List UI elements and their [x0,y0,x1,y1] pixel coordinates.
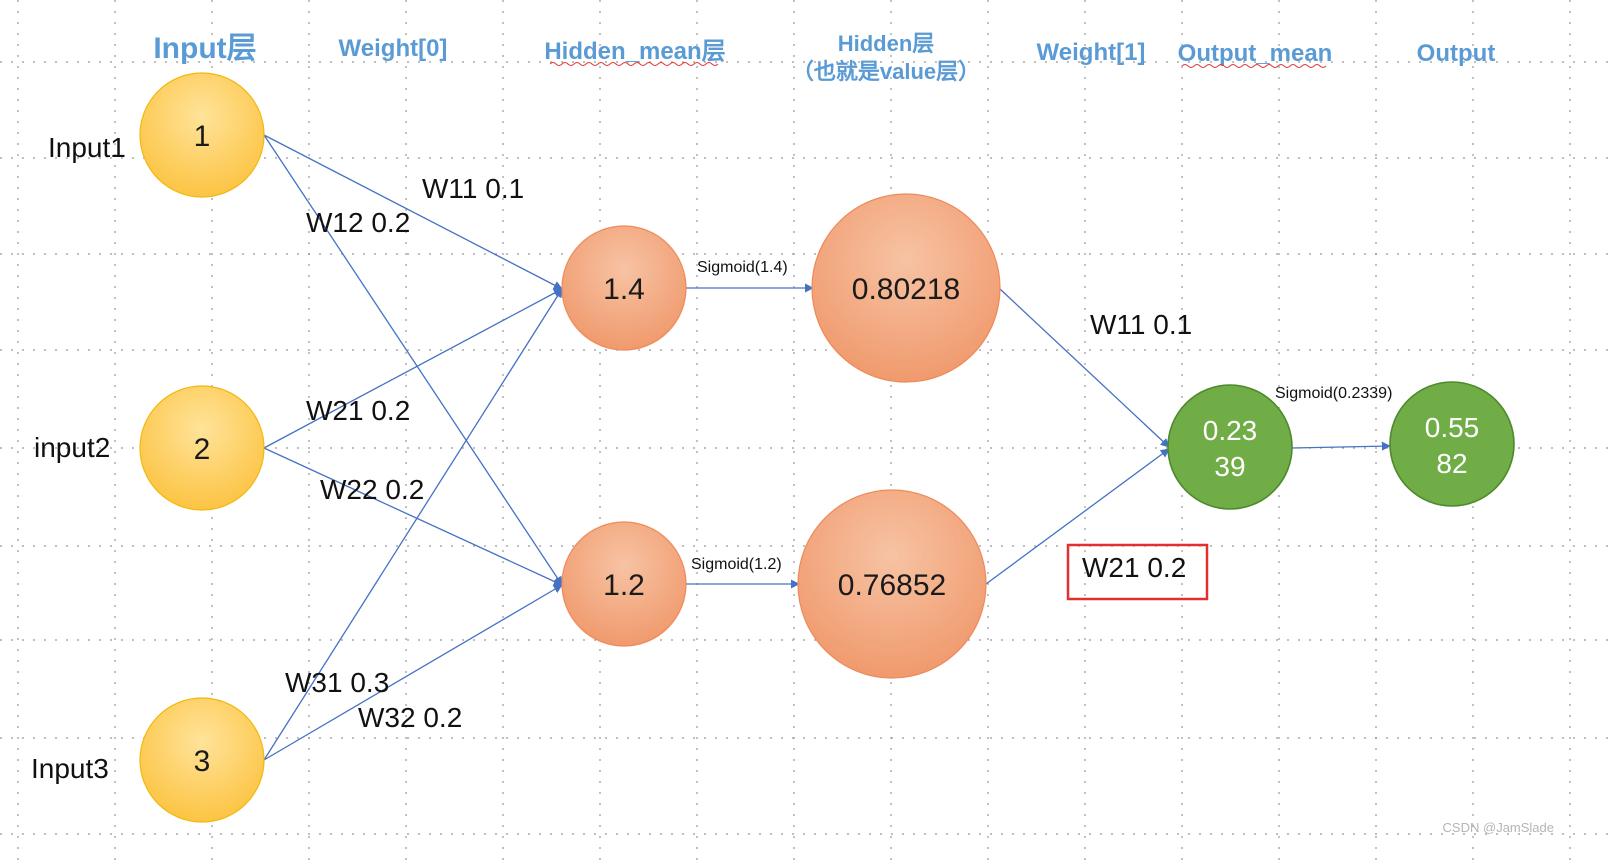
sigmoid-label-1: Sigmoid(1.4) [697,259,788,276]
hidden-mean-node-1-value: 1.4 [603,273,645,306]
label-input1: Input1 [48,132,126,163]
activation-labels: Sigmoid(1.4) Sigmoid(1.2) Sigmoid(0.2339… [691,259,1392,573]
label-input3: Input3 [31,753,109,784]
sigmoid-label-3: Sigmoid(0.2339) [1275,385,1392,402]
label-input2: input2 [34,432,110,463]
input-node-1-value: 1 [194,120,211,153]
weight-w12: W12 0.2 [306,207,410,238]
edges-sigmoid [686,283,814,589]
edge-hv2-om [985,448,1170,585]
weight-w11-output: W11 0.1 [1090,309,1192,340]
header-hidden-mean: Hidden_mean层 [544,38,725,65]
input-node-3 [139,697,265,823]
spellcheck-underline [549,62,719,66]
hidden-node-1 [811,193,1001,383]
column-headers: Input层 Weight[0] Hidden_mean层 Hidden层 （也… [153,31,1495,84]
output-mean-node-group: 0.23 39 [1167,384,1293,510]
output-value-line2: 82 [1436,448,1467,479]
header-output: Output [1417,40,1496,67]
input-node-1 [139,72,265,198]
header-output-mean: Output_mean [1178,40,1333,67]
spellcheck-underline [1181,64,1327,68]
edge-in2-hm2 [263,447,563,586]
hidden-mean-node-2-value: 1.2 [603,569,645,602]
edge-in1-hm1 [263,134,563,290]
hidden-node-1-value: 0.80218 [852,273,960,306]
weight-w11: W11 0.1 [422,173,524,204]
watermark: CSDN @JamSlade [1443,820,1554,835]
header-input: Input层 [153,32,256,65]
hidden-node-2-value: 0.76852 [838,569,946,602]
edges-layer0 [263,134,563,761]
input-node-2 [139,385,265,511]
hidden-mean-node-2 [561,521,687,647]
edge-in2-hm1 [263,288,563,449]
weight-w21-output: W21 0.2 [1082,552,1186,583]
input-node-2-value: 2 [194,433,211,466]
output-mean-value-line2: 39 [1214,451,1245,482]
edges-layer1 [985,288,1391,585]
header-hidden-line1: Hidden层 [838,31,935,56]
input-nodes: 1 2 3 [139,72,265,823]
weight-w21: W21 0.2 [306,395,410,426]
hidden-mean-node-1 [561,225,687,351]
highlight-box [1066,543,1209,601]
input-labels: Input1 input2 Input3 [31,132,126,784]
weight-w32: W32 0.2 [358,702,462,733]
edge-in3-hm1 [263,288,563,761]
output-node [1389,381,1515,507]
header-hidden-line2: （也就是value层） [792,59,980,84]
weight-labels: W11 0.1 W12 0.2 W21 0.2 W22 0.2 W31 0.3 … [285,173,1209,733]
weight-w31: W31 0.3 [285,667,389,698]
hidden-node-2 [797,489,987,679]
header-weight0: Weight[0] [339,35,448,62]
edge-in3-hm2 [263,584,563,761]
hidden-value-nodes: 0.80218 0.76852 [797,193,1001,679]
output-mean-node [1167,384,1293,510]
input-node-3-value: 3 [194,745,211,778]
edge-in1-hm2 [263,134,563,586]
output-mean-value-line1: 0.23 [1203,415,1258,446]
header-weight1: Weight[1] [1037,39,1146,66]
output-node-group: 0.55 82 [1389,381,1515,507]
edge-om-out [1291,441,1391,451]
hidden-mean-nodes: 1.4 1.2 [561,225,687,647]
edge-hv1-om [999,288,1170,448]
sigmoid-label-2: Sigmoid(1.2) [691,556,782,573]
weight-w22: W22 0.2 [320,474,424,505]
output-value-line1: 0.55 [1425,412,1480,443]
